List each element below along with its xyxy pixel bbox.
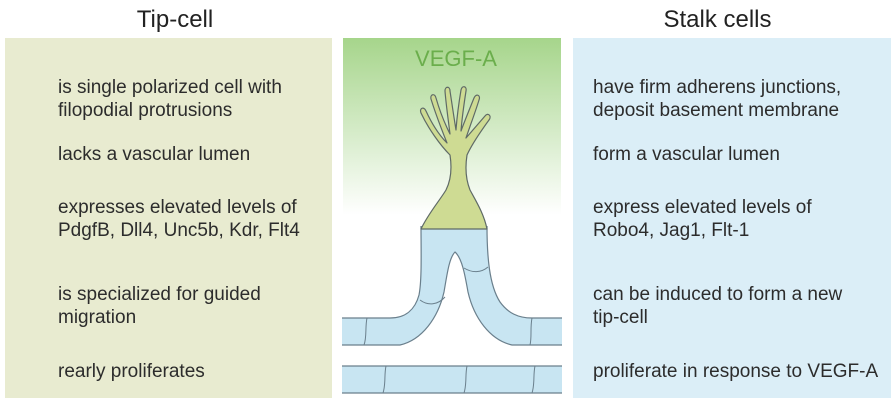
- property-line: is specialized for guided: [58, 284, 261, 307]
- property-line: proliferate in response to VEGF-A: [593, 361, 878, 384]
- stalk-cells-panel: have firm adherens junctions, deposit ba…: [573, 38, 891, 398]
- stalk-cells-shape: [342, 226, 562, 345]
- property-line: tip-cell: [593, 307, 842, 330]
- vessel-illustration: VEGF-A: [342, 38, 562, 398]
- stalk-cells-property: express elevated levels of Robo4, Jag1, …: [593, 197, 812, 242]
- tip-cell-property: rearly proliferates: [58, 361, 205, 384]
- property-line: filopodial protrusions: [58, 100, 282, 123]
- stalk-cells-property: can be induced to form a new tip-cell: [593, 284, 842, 329]
- tip-cell-title: Tip-cell: [10, 5, 340, 35]
- property-line: Robo4, Jag1, Flt-1: [593, 220, 812, 243]
- property-line: have firm adherens junctions,: [593, 77, 841, 100]
- property-line: deposit basement membrane: [593, 100, 841, 123]
- vegf-a-label: VEGF-A: [415, 46, 497, 71]
- property-line: is single polarized cell with: [58, 77, 282, 100]
- stalk-cells-property: proliferate in response to VEGF-A: [593, 361, 878, 384]
- tip-cell-property: is single polarized cell with filopodial…: [58, 77, 282, 122]
- property-line: can be induced to form a new: [593, 284, 842, 307]
- lower-vessel: [342, 366, 562, 393]
- tip-cell-property: expresses elevated levels of PdgfB, Dll4…: [58, 197, 300, 242]
- tip-cell-property: is specialized for guided migration: [58, 284, 261, 329]
- tip-cell-property: lacks a vascular lumen: [58, 144, 250, 167]
- property-line: rearly proliferates: [58, 361, 205, 384]
- property-line: lacks a vascular lumen: [58, 144, 250, 167]
- property-line: expresses elevated levels of: [58, 197, 300, 220]
- stalk-cells-property: have firm adherens junctions, deposit ba…: [593, 77, 841, 122]
- property-line: express elevated levels of: [593, 197, 812, 220]
- vessel-wall-left: [342, 226, 421, 318]
- property-line: form a vascular lumen: [593, 144, 780, 167]
- stalk-cells-title: Stalk cells: [560, 5, 875, 35]
- property-line: PdgfB, Dll4, Unc5b, Kdr, Flt4: [58, 220, 300, 243]
- tip-cell-panel: is single polarized cell with filopodial…: [5, 38, 332, 398]
- stalk-cells-property: form a vascular lumen: [593, 144, 780, 167]
- property-line: migration: [58, 307, 261, 330]
